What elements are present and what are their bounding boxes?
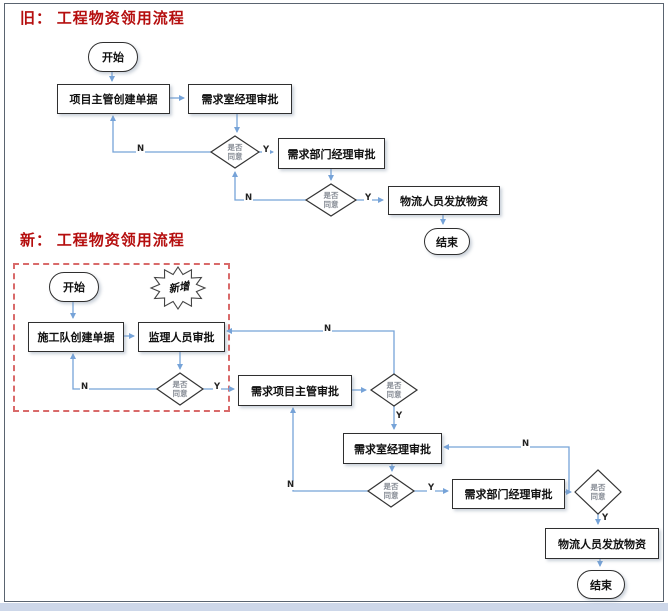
new-room-manager-step: 需求室经理审批: [343, 433, 442, 464]
new-decisionD-label: 是否同意: [590, 483, 606, 501]
new-decisionA-no-label: N: [80, 382, 90, 392]
new-team-create-step: 施工队创建单据: [28, 322, 124, 352]
old-decision1-yes-label: Y: [262, 145, 271, 155]
old-logistics-step: 物流人员发放物资: [388, 186, 500, 215]
old-end-terminator: 结束: [424, 228, 470, 255]
new-decisionC-yes-label: Y: [427, 483, 436, 493]
new-decisionB-diamond: [369, 373, 419, 407]
new-dept-manager-step: 需求部门经理审批: [452, 479, 565, 509]
old-decision2-diamond: [304, 183, 358, 217]
new-logistics-step: 物流人员发放物资: [545, 528, 659, 559]
new-process-title: 新： 工程物资领用流程: [20, 233, 185, 249]
new-decisionC-diamond: [366, 474, 416, 508]
edge-old-decision2-no: [232, 171, 306, 201]
new-project-manager-step: 需求项目主管审批: [238, 375, 352, 406]
edge-new-decisionA-no: [70, 353, 157, 390]
old-decision2-label: 是否同意: [323, 191, 339, 209]
new-decisionB-no-label: N: [323, 324, 333, 334]
old-process-title: 旧： 工程物资领用流程: [20, 11, 185, 27]
edge-old-decision1-no: [110, 115, 211, 153]
new-decisionA-label: 是否同意: [172, 380, 188, 398]
new-addition-starburst: [149, 265, 207, 311]
page-bottom-edge: [0, 603, 668, 611]
old-room-manager-step: 需求室经理审批: [188, 84, 292, 114]
new-decisionA-yes-label: Y: [213, 382, 222, 392]
new-decisionA-diamond: [155, 372, 205, 406]
new-decisionB-label: 是否同意: [386, 381, 402, 399]
new-decisionB-yes-label: Y: [395, 411, 404, 421]
edge-new-decisionC-no: [290, 407, 368, 492]
old-decision1-no-label: N: [136, 144, 146, 154]
new-start-terminator: 开始: [49, 272, 99, 302]
old-decision2-yes-label: Y: [364, 193, 373, 203]
new-decisionC-label: 是否同意: [383, 482, 399, 500]
new-decisionC-no-label: N: [286, 480, 296, 490]
edge-new-decisionD-no: [443, 444, 570, 491]
old-decision1-label: 是否同意: [227, 143, 243, 161]
old-decision2-no-label: N: [244, 193, 254, 203]
old-create-doc-step: 项目主管创建单据: [57, 84, 170, 114]
old-decision1-diamond: [209, 135, 261, 169]
edge-new-decisionB-no: [226, 328, 395, 374]
new-end-terminator: 结束: [577, 570, 625, 599]
new-supervisor-step: 监理人员审批: [138, 322, 225, 352]
new-decisionD-diamond: [574, 469, 622, 515]
old-dept-manager-step: 需求部门经理审批: [278, 138, 385, 169]
old-start-terminator: 开始: [88, 42, 138, 72]
new-decisionD-no-label: N: [521, 439, 531, 449]
new-process-highlight-box: [13, 263, 230, 412]
new-decisionD-yes-label: Y: [601, 513, 610, 523]
